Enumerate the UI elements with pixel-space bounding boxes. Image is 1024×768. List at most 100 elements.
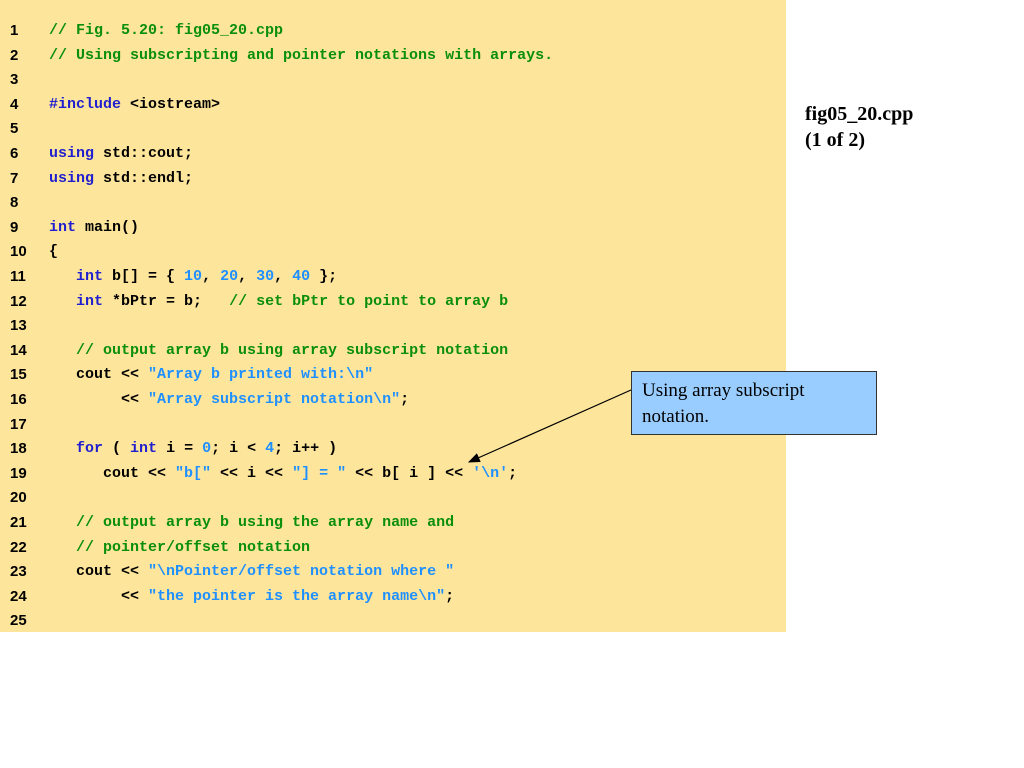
line-number: 22 (10, 538, 27, 556)
line-number: 6 (10, 145, 19, 162)
code-token-plain: std::cout; (94, 145, 194, 162)
code-token-comment: // output array b using the array name a… (76, 514, 455, 531)
code-token-plain (49, 268, 76, 285)
code-token-plain: }; (310, 268, 338, 285)
code-token-number: 0 (202, 440, 212, 458)
code-text: cout << "b[" << i << "] = " << b[ i ] <<… (49, 462, 517, 486)
code-token-plain: << b[ i ] << (346, 464, 473, 482)
line-number: 5 (10, 120, 19, 138)
code-token-comment: // output array b using array subscript … (76, 341, 509, 359)
code-token-comment: // Using subscripting and pointer notati… (49, 46, 554, 64)
line-number: 19 (10, 464, 27, 482)
code-line: 25 (0, 609, 786, 633)
line-number: 18 (10, 440, 27, 458)
code-token-string: '\n' (472, 464, 509, 482)
code-token-plain: ; i < (211, 440, 266, 458)
code-token-comment: // Fig. 5.20: fig05_20.cpp (49, 22, 284, 39)
code-line: 22 // pointer/offset notation (0, 536, 786, 560)
line-number: 16 (10, 391, 27, 408)
line-number: 7 (10, 169, 19, 187)
code-token-plain (49, 293, 76, 310)
code-token-plain: , (238, 268, 257, 285)
code-text: { (49, 240, 58, 264)
figure-title: fig05_20.cpp (1 of 2) (805, 101, 1015, 153)
code-token-number: 40 (292, 268, 311, 285)
code-token-plain (49, 440, 76, 457)
code-token-comment: // set bPtr to point to array b (229, 292, 509, 310)
code-token-number: 30 (256, 268, 275, 285)
code-token-plain: << (49, 587, 149, 605)
code-text: << "the pointer is the array name\n"; (49, 585, 454, 609)
code-text: // output array b using array subscript … (49, 339, 508, 363)
code-token-plain: , (274, 268, 293, 285)
code-token-keyword: using (49, 145, 95, 162)
code-line: 4 #include <iostream> (0, 93, 786, 117)
code-token-keyword: int (76, 292, 104, 310)
code-token-plain: , (202, 268, 221, 285)
code-line: 1 // Fig. 5.20: fig05_20.cpp (0, 19, 786, 43)
code-token-string: "Array subscript notation\n" (148, 391, 401, 408)
code-line: 5 (0, 117, 786, 141)
line-number: 2 (10, 46, 19, 64)
line-number: 21 (10, 514, 27, 531)
code-listing-panel: 1 // Fig. 5.20: fig05_20.cpp 2 // Using sub… (0, 0, 786, 632)
code-token-plain: ; (445, 587, 455, 605)
code-line: 7 using std::endl; (0, 167, 786, 191)
code-token-plain: { (49, 243, 59, 261)
line-number: 25 (10, 612, 27, 630)
code-token-number: 20 (220, 268, 239, 285)
code-text: #include <iostream> (49, 93, 220, 117)
code-token-plain: ( (103, 440, 131, 458)
code-token-plain (49, 342, 76, 359)
code-text: int *bPtr = b; // set bPtr to point to a… (49, 290, 508, 314)
code-token-string: "\nPointer/offset notation where " (148, 563, 455, 581)
line-number: 1 (10, 22, 19, 39)
code-token-plain: cout << (49, 464, 176, 482)
code-text: // Fig. 5.20: fig05_20.cpp (49, 19, 283, 43)
line-number: 24 (10, 587, 27, 605)
code-line: 17 (0, 413, 786, 437)
code-line: 12 int *bPtr = b; // set bPtr to point t… (0, 290, 786, 314)
line-number: 3 (10, 71, 19, 89)
line-number: 11 (10, 268, 26, 285)
code-token-plain: ; i++ ) (274, 440, 338, 458)
code-token-plain (49, 539, 76, 556)
code-token-plain (49, 514, 76, 531)
code-token-plain: cout << (49, 366, 149, 384)
code-text: for ( int i = 0; i < 4; i++ ) (49, 437, 337, 461)
figure-filename: fig05_20.cpp (805, 103, 914, 125)
code-line: 18 for ( int i = 0; i < 4; i++ ) (0, 437, 786, 461)
code-token-string: "] = " (292, 464, 347, 482)
code-token-plain: << (49, 391, 149, 408)
code-line: 6 using std::cout; (0, 142, 786, 166)
line-number: 14 (10, 341, 27, 359)
annotation-callout: Using array subscript notation. (631, 371, 877, 435)
code-token-plain: << i << (211, 464, 293, 482)
line-number: 15 (10, 366, 27, 384)
code-token-plain: main() (76, 218, 140, 236)
code-token-number: 4 (265, 440, 275, 458)
code-token-plain: <iostream> (121, 95, 221, 113)
code-token-plain: ; (508, 464, 518, 482)
code-line: 14 // output array b using array subscri… (0, 339, 786, 363)
code-token-comment: // pointer/offset notation (76, 538, 311, 556)
code-line: 19 cout << "b[" << i << "] = " << b[ i ]… (0, 462, 786, 486)
code-token-plain: std::endl; (94, 169, 194, 187)
code-line: 23 cout << "\nPointer/offset notation wh… (0, 560, 786, 584)
code-token-plain: b[] = { (103, 268, 185, 285)
code-token-plain: *bPtr = b; (103, 292, 230, 310)
code-token-keyword: int (49, 218, 77, 236)
code-text: using std::cout; (49, 142, 193, 166)
figure-page-indicator: (1 of 2) (805, 129, 865, 151)
line-number: 4 (10, 95, 19, 113)
code-line: 16 << "Array subscript notation\n"; (0, 388, 786, 412)
code-text: using std::endl; (49, 167, 193, 191)
code-token-plain: i = (157, 440, 203, 458)
line-number: 20 (10, 489, 27, 507)
code-text: // output array b using the array name a… (49, 511, 454, 535)
code-token-string: "b[" (175, 464, 212, 482)
code-text: cout << "\nPointer/offset notation where… (49, 560, 454, 584)
code-line: 15 cout << "Array b printed with:\n" (0, 363, 786, 387)
code-text: // Using subscripting and pointer notati… (49, 44, 553, 68)
